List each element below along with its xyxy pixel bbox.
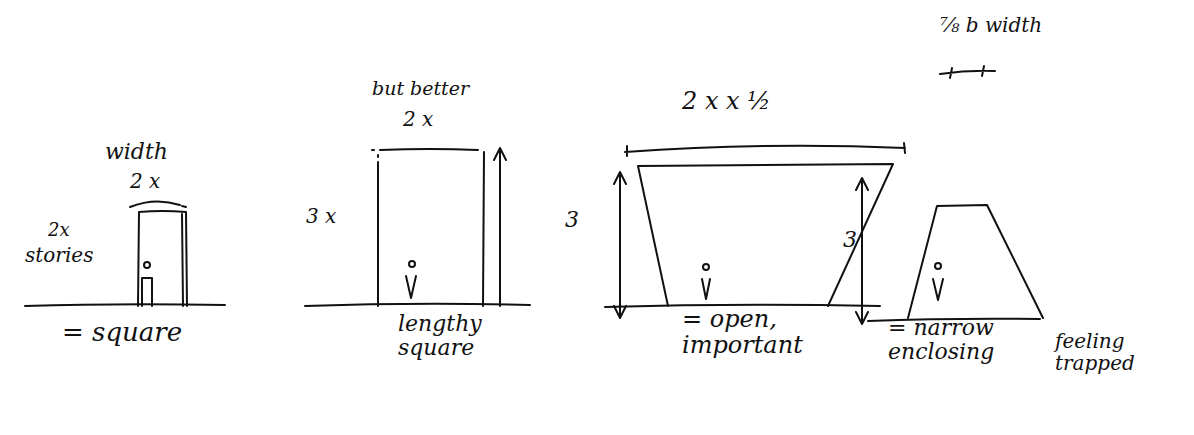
sketch-note: 2 x xyxy=(403,108,433,130)
person-head xyxy=(703,264,709,270)
sketch-note: 3 x xyxy=(306,205,336,227)
sketch-note: 3 xyxy=(843,228,857,252)
sketch-note: stories xyxy=(25,244,93,266)
sketch-note: ⅞ b width xyxy=(940,14,1042,36)
ground-line xyxy=(305,304,530,306)
person-body xyxy=(142,278,152,306)
height-arrow xyxy=(856,178,868,324)
tall-wall xyxy=(377,162,379,306)
open-space xyxy=(638,164,893,306)
person-body xyxy=(702,279,710,299)
person-body xyxy=(406,276,416,298)
sketch-note: lengthy square xyxy=(398,312,493,360)
dotted-corner xyxy=(372,150,378,157)
sketch-note: feeling trapped xyxy=(1055,330,1125,374)
tall-top xyxy=(380,149,478,150)
sketch-note: = narrow enclosing xyxy=(888,316,1018,364)
width-mark xyxy=(130,201,186,207)
sketch-note: width xyxy=(105,140,168,164)
person-head xyxy=(409,261,415,267)
height-arrow xyxy=(494,148,506,306)
width-mark xyxy=(940,66,995,78)
width-mark xyxy=(625,143,905,156)
sketch-note: 3 xyxy=(565,208,579,232)
person-head xyxy=(144,262,150,268)
person-head xyxy=(935,263,941,269)
sketch-note: = square xyxy=(62,318,182,347)
sketch-note: 2 x x ½ xyxy=(682,88,771,114)
narrow-space xyxy=(908,205,1043,318)
sketch-note: but better xyxy=(372,78,469,99)
tall-wall xyxy=(483,152,484,306)
sketch-note: 2 x xyxy=(130,170,160,192)
height-arrow xyxy=(614,172,626,318)
sketch-note: = open, important xyxy=(682,306,832,359)
wall-stroke xyxy=(182,214,183,306)
ground-line xyxy=(25,304,225,306)
person-body xyxy=(933,279,943,300)
square-space xyxy=(138,211,187,306)
sketch-note: 2x xyxy=(48,220,70,240)
